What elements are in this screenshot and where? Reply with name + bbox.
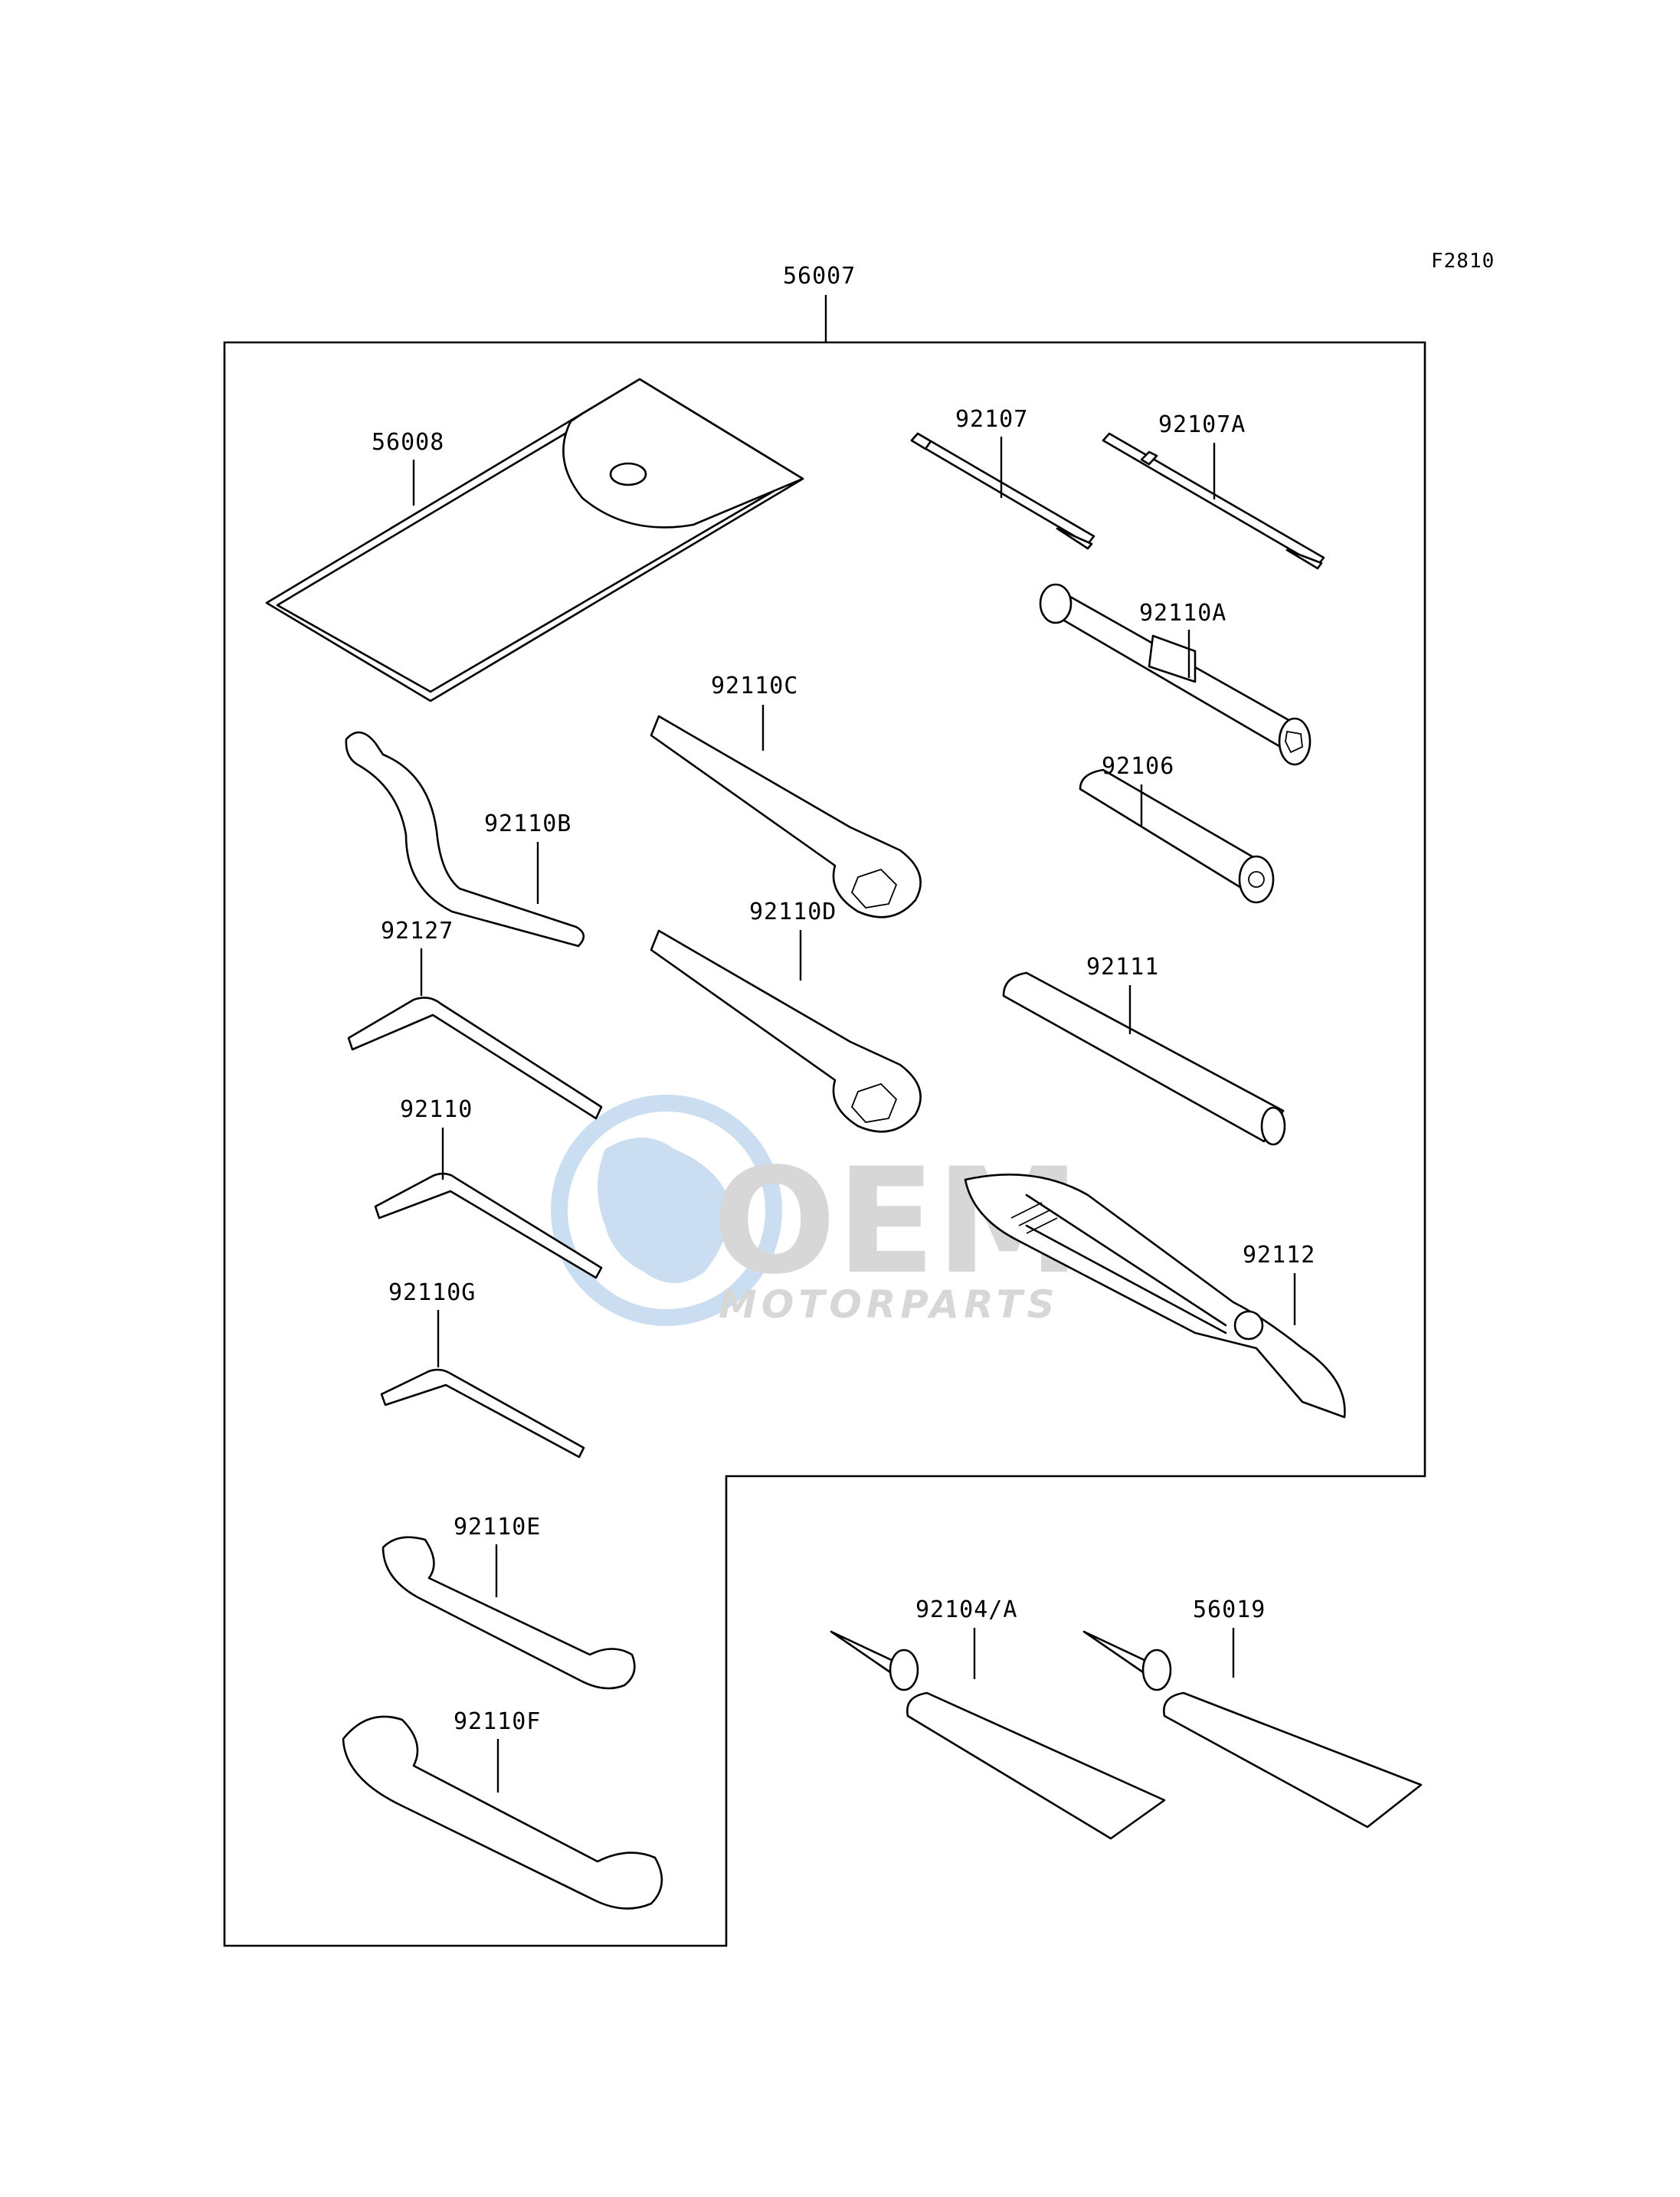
label-92106: 92106 — [1102, 753, 1174, 780]
watermark-ring — [551, 1095, 782, 1326]
label-92110a: 92110A — [1139, 600, 1226, 627]
globe-icon — [598, 1138, 729, 1283]
figure-code: F2810 — [1431, 250, 1495, 273]
label-56008: 56008 — [372, 429, 444, 456]
label-92110c: 92110C — [711, 673, 798, 699]
open-wrench-e-drawing — [382, 1536, 636, 1690]
label-92107a: 92107A — [1158, 411, 1246, 438]
hook-spanner-drawing — [345, 731, 585, 948]
pliers-drawing — [964, 1174, 1346, 1419]
grease-tube-56019-drawing — [1082, 1630, 1423, 1829]
handle-drawing — [1002, 971, 1286, 1146]
label-92111: 92111 — [1086, 954, 1159, 981]
kit-label: 56007 — [783, 263, 856, 290]
ring-wrench-c-drawing — [650, 715, 922, 918]
hex-key-92110-drawing — [374, 1172, 603, 1279]
kit-frame — [223, 341, 1426, 1947]
screwdriver-bit-drawing — [910, 432, 1095, 550]
open-wrench-f-drawing — [342, 1715, 663, 1910]
adapter-drawing — [1079, 768, 1275, 904]
label-92110d: 92110D — [749, 899, 837, 925]
hex-key-92127-drawing — [347, 997, 603, 1120]
hex-key-92110g-drawing — [380, 1368, 585, 1459]
label-56019: 56019 — [1193, 1596, 1266, 1623]
label-92127: 92127 — [381, 918, 454, 945]
label-92110e: 92110E — [454, 1514, 541, 1541]
label-92110b: 92110B — [484, 810, 571, 837]
ring-wrench-d-drawing — [650, 929, 922, 1133]
watermark-logo: OEM MOTORPARTS — [551, 1095, 1080, 1327]
label-92104a: 92104/A — [915, 1596, 1017, 1623]
socket-wrench-drawing — [1039, 583, 1312, 766]
label-92112: 92112 — [1243, 1242, 1315, 1269]
label-92110g: 92110G — [388, 1279, 476, 1306]
grease-tube-92104a-drawing — [830, 1630, 1166, 1840]
label-92107: 92107 — [955, 406, 1028, 433]
label-92110f: 92110F — [454, 1708, 541, 1735]
tool-pouch-drawing — [265, 378, 804, 702]
watermark-sub: MOTORPARTS — [719, 1282, 1059, 1327]
label-92110: 92110 — [400, 1096, 473, 1123]
